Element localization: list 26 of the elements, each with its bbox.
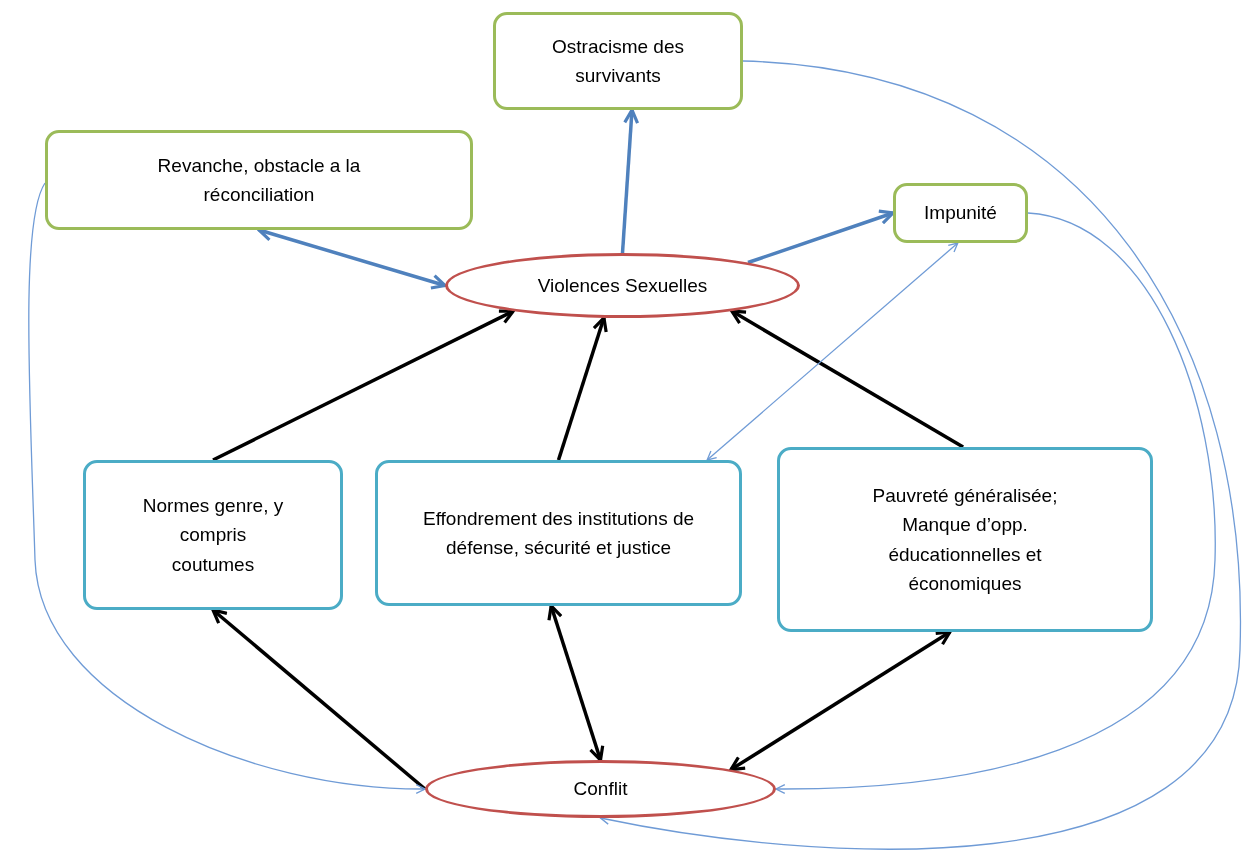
rounded-box (777, 447, 1153, 632)
curved-arrow (775, 212, 1216, 794)
arrow (706, 242, 959, 461)
node-label: Violences Sexuelles (537, 273, 708, 298)
arrow (620, 108, 640, 254)
node-label: Effondrement des institutions de défense, sécurité et justice (421, 506, 696, 560)
node-label: Revanche, obstacle a la réconciliation (156, 153, 362, 207)
curved-arrow (28, 182, 426, 794)
rounded-box (45, 130, 473, 230)
rounded-box (83, 460, 343, 610)
arrow (211, 608, 427, 791)
rounded-box (893, 183, 1028, 243)
node-label: Pauvreté généralisée; Manque d’opp. éducationnelles et économiques (871, 483, 1059, 596)
arrow (747, 209, 895, 265)
arrow (729, 630, 952, 772)
arrow (730, 309, 964, 449)
arrow (556, 316, 608, 461)
curved-arrow (599, 60, 1241, 850)
rounded-box (493, 12, 743, 110)
node-label: Impunité (924, 201, 997, 226)
rounded-box (375, 460, 742, 606)
node-label: Normes genre, y compris coutumes (141, 493, 285, 577)
arrow (547, 604, 605, 762)
arrow (212, 309, 515, 462)
node-label: Conflit (573, 777, 628, 802)
node-label: Ostracisme des survivants (551, 34, 685, 88)
